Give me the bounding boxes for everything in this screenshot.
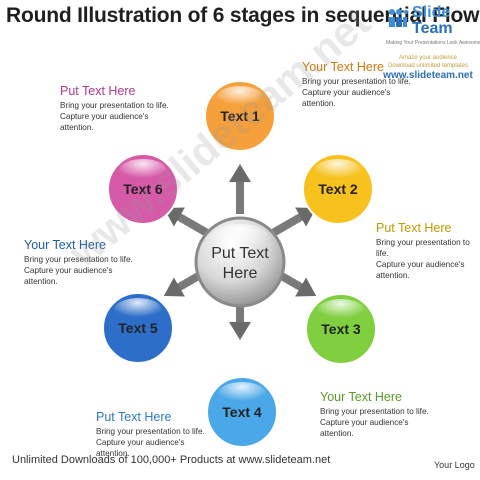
center-label-line2: Here	[223, 265, 258, 282]
text-block-body: Bring your presentation to life. Capture…	[60, 101, 169, 132]
text-block-stage5: Your Text Here Bring your presentation t…	[24, 238, 164, 287]
center-label-line1: Put Text	[211, 245, 269, 262]
text-block-stage3: Your Text Here Bring your presentation t…	[320, 390, 460, 439]
text-block-heading: Your Text Here	[320, 390, 402, 404]
stage-label-4: Text 4	[222, 404, 262, 420]
logo-text-slide: Slide	[412, 4, 451, 21]
text-block-stage6: Put Text Here Bring your presentation to…	[60, 84, 200, 133]
arrow-to-text1	[229, 164, 251, 214]
stage-node-4: Text 4	[206, 376, 278, 448]
stage-label-5: Text 5	[118, 320, 158, 336]
logo-tagline: Making Your Presentations Look Awesome	[386, 40, 480, 46]
page-title: Round Illustration of 6 stages in sequen…	[6, 4, 480, 27]
text-block-body: Bring your presentation to life. Capture…	[302, 77, 411, 108]
text-block-heading: Put Text Here	[96, 410, 172, 424]
text-block-heading: Your Text Here	[302, 60, 384, 74]
stage-label-3: Text 3	[321, 321, 361, 337]
text-block-body: Bring your presentation to life. Capture…	[376, 238, 470, 280]
text-block-body: Bring your presentation to life. Capture…	[24, 255, 133, 286]
text-block-stage2: Put Text Here Bring your presentation to…	[376, 221, 480, 281]
text-block-stage4: Put Text Here Bring your presentation to…	[96, 410, 236, 459]
arrow-to-text4	[229, 290, 251, 340]
your-logo-label: Your Logo	[434, 460, 475, 470]
stage-label-1: Text 1	[220, 108, 260, 124]
text-block-heading: Put Text Here	[376, 221, 452, 235]
logo-icon	[389, 9, 408, 27]
text-block-stage1: Your Text Here Bring your presentation t…	[302, 60, 442, 109]
promo-url[interactable]: www.slideteam.net	[383, 70, 473, 81]
footer-text: Unlimited Downloads of 100,000+ Products…	[12, 454, 331, 466]
text-block-body: Bring your presentation to life. Capture…	[96, 427, 205, 458]
promo-line1: Amaze your audience	[398, 55, 458, 61]
slideteam-logo: Slide Team Making Your Presentations Loo…	[386, 4, 480, 54]
center-node: Put Text Here	[194, 216, 286, 308]
promo-line2: Download unlimited templates	[387, 63, 469, 69]
text-block-body: Bring your presentation to life. Capture…	[320, 407, 429, 438]
logo-text-team: Team	[412, 20, 453, 37]
stage-label-2: Text 2	[318, 181, 358, 197]
stage-node-5: Text 5	[102, 292, 174, 364]
text-block-heading: Put Text Here	[60, 84, 136, 98]
promo-block: Amaze your audience Download unlimited t…	[380, 54, 476, 82]
stage-label-6: Text 6	[123, 181, 163, 197]
stage-node-2: Text 2	[302, 153, 374, 225]
text-block-heading: Your Text Here	[24, 238, 106, 252]
stage-node-1: Text 1	[204, 80, 276, 152]
stage-node-6: Text 6	[107, 153, 179, 225]
stage-node-3: Text 3	[305, 293, 377, 365]
